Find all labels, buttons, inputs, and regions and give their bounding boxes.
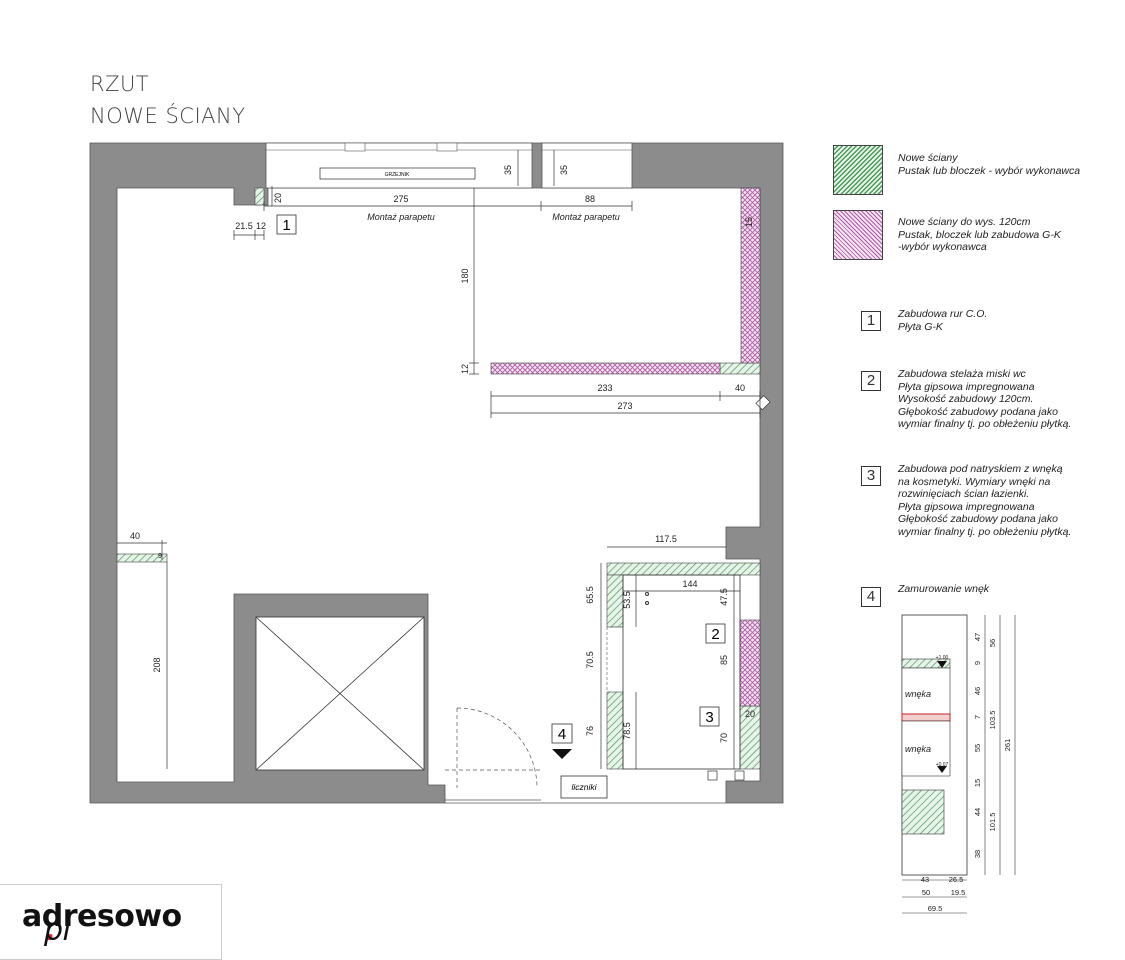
legend-purple-text: Nowe ściany do wys. 120cm Pustak, blocze… xyxy=(898,216,1061,253)
dim-53-5: 53.5 xyxy=(622,591,632,609)
level-2: +0.07 xyxy=(936,762,949,768)
dim-275: 275 xyxy=(393,194,408,204)
new-wall-green xyxy=(254,187,265,206)
marker-3-label: 3 xyxy=(705,709,713,726)
marker-4-label: 4 xyxy=(558,726,566,743)
niche-elevation: wnęka wnęka +1.00 +0.07 47 9 46 7 55 15 … xyxy=(901,614,1016,914)
new-wall-green xyxy=(606,691,624,770)
new-wall-purple xyxy=(739,619,761,707)
dim-70-5: 70.5 xyxy=(585,651,595,669)
legend-item-2-number: 2 xyxy=(861,371,881,391)
elev-dim-38: 38 xyxy=(973,850,982,858)
elev-dim-46: 46 xyxy=(973,687,982,695)
legend-purple-swatch xyxy=(833,210,883,260)
dim-180: 180 xyxy=(460,268,470,283)
elev-dim-55: 55 xyxy=(973,744,982,752)
dim-21-5: 21.5 xyxy=(235,221,253,231)
marker-3: 3 xyxy=(699,706,720,727)
legend-item-1-number: 1 xyxy=(861,311,881,331)
new-wall-purple xyxy=(490,362,721,375)
dim-35-a: 35 xyxy=(503,165,513,175)
elev-dim-47: 47 xyxy=(973,633,982,641)
legend-item-4-number: 4 xyxy=(861,587,881,607)
legend-green-swatch xyxy=(833,145,883,195)
dim-40-b: 40 xyxy=(130,531,140,541)
dim-233: 233 xyxy=(597,383,612,393)
elev-dim-43: 43 xyxy=(921,875,929,884)
marker-1-label: 1 xyxy=(282,217,290,234)
new-wall-purple xyxy=(740,187,761,364)
radiator-label: GRZEJNIK xyxy=(385,172,410,178)
marker-2: 2 xyxy=(705,623,726,644)
marker-4: 4 xyxy=(551,723,573,759)
dim-20-b: 20 xyxy=(745,709,755,719)
dim-144: 144 xyxy=(682,579,697,589)
note-parapet-1: Montaż parapetu xyxy=(367,212,435,222)
dim-78-5: 78.5 xyxy=(622,722,632,740)
dim-76: 76 xyxy=(585,726,595,736)
legend-item-2-text: Zabudowa stelaża miski wc Płyta gipsowa … xyxy=(898,368,1072,430)
elev-dim-261: 261 xyxy=(1003,739,1012,752)
legend-green-text: Nowe ściany Pustak lub bloczek - wybór w… xyxy=(898,152,1081,177)
dim-70: 70 xyxy=(719,733,729,743)
elev-dim-15: 15 xyxy=(973,779,982,787)
niche-label-1: wnęka xyxy=(905,689,931,699)
elev-dim-7: 7 xyxy=(973,715,982,719)
level-1: +1.00 xyxy=(936,655,949,661)
elev-dim-101-5: 101.5 xyxy=(988,813,997,832)
elev-dim-19-5: 19.5 xyxy=(951,888,966,897)
dim-9: 9 xyxy=(158,553,162,560)
note-parapet-2: Montaż parapetu xyxy=(552,212,620,222)
dim-40-a: 40 xyxy=(735,383,745,393)
elev-dim-44: 44 xyxy=(973,808,982,816)
niche-label-2: wnęka xyxy=(905,744,931,754)
meter-label: liczniki xyxy=(571,782,597,792)
meter-box xyxy=(560,775,608,799)
new-wall-green xyxy=(606,562,761,576)
dim-15: 15 xyxy=(744,217,754,227)
new-wall-green xyxy=(719,362,761,375)
logo-wordmark: adresowo.pl xyxy=(22,899,182,948)
new-wall-green xyxy=(606,574,624,628)
dim-20: 20 xyxy=(273,193,283,203)
dim-117-5: 117.5 xyxy=(655,534,677,544)
plan-title-line2: NOWE ŚCIANY xyxy=(90,104,246,128)
elev-dim-9: 9 xyxy=(973,661,982,665)
dim-47-5: 47.5 xyxy=(719,588,729,606)
new-wall-green xyxy=(116,553,168,563)
marker-2-label: 2 xyxy=(711,626,719,643)
elev-dim-56: 56 xyxy=(988,639,997,647)
legend-item-3-number: 3 xyxy=(861,466,881,486)
dim-85: 85 xyxy=(719,655,729,665)
elev-dim-69-5: 69.5 xyxy=(928,904,943,913)
elev-dim-26-5: 26.5 xyxy=(949,875,964,884)
bathroom-walls-white xyxy=(541,559,726,781)
watermark-logo: adresowo.pl xyxy=(0,884,222,960)
dim-12: 12 xyxy=(256,221,266,231)
dim-88: 88 xyxy=(585,194,595,204)
dim-12-b: 12 xyxy=(460,364,470,374)
legend-item-4-text: Zamurowanie wnęk xyxy=(898,583,990,595)
legend-item-1-text: Zabudowa rur C.O. Płyta G-K xyxy=(898,308,988,333)
dim-208: 208 xyxy=(152,657,162,672)
dim-35-b: 35 xyxy=(559,165,569,175)
dim-273: 273 xyxy=(617,401,632,411)
elev-dim-50: 50 xyxy=(922,888,930,897)
dim-65-5: 65.5 xyxy=(585,586,595,604)
marker-1: 1 xyxy=(276,214,297,235)
elev-dim-103-5: 103.5 xyxy=(988,711,997,730)
plan-title-line1: RZUT xyxy=(90,72,150,96)
legend-item-3-text: Zabudowa pod natryskiem z wnęką na kosme… xyxy=(898,463,1072,538)
